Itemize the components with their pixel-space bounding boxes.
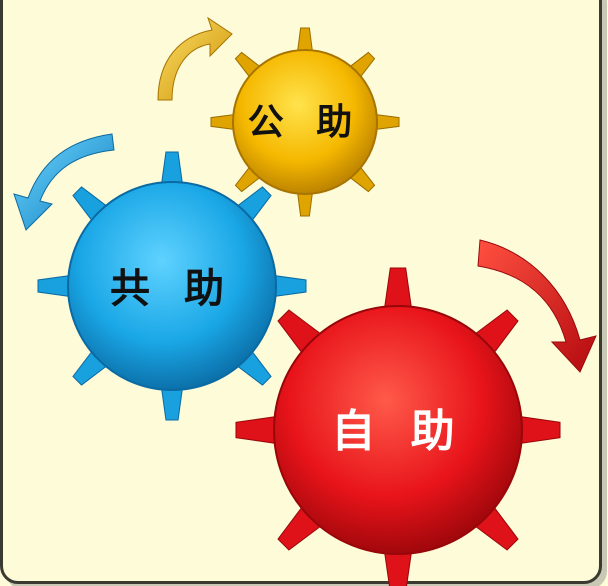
curved-arrow-icon [157, 16, 233, 101]
gear-label-kyojo: 共 助 [110, 266, 234, 312]
curved-arrow-icon [477, 239, 597, 373]
gear-label-kojo: 公 助 [248, 102, 363, 143]
gear-jijo: 自 助 [235, 267, 561, 586]
gear-label-jijo: 自 助 [331, 406, 464, 457]
gear-kyojo: 共 助 [37, 151, 307, 421]
gear-kojo: 公 助 [210, 27, 400, 217]
curved-arrow-icon [13, 133, 115, 231]
